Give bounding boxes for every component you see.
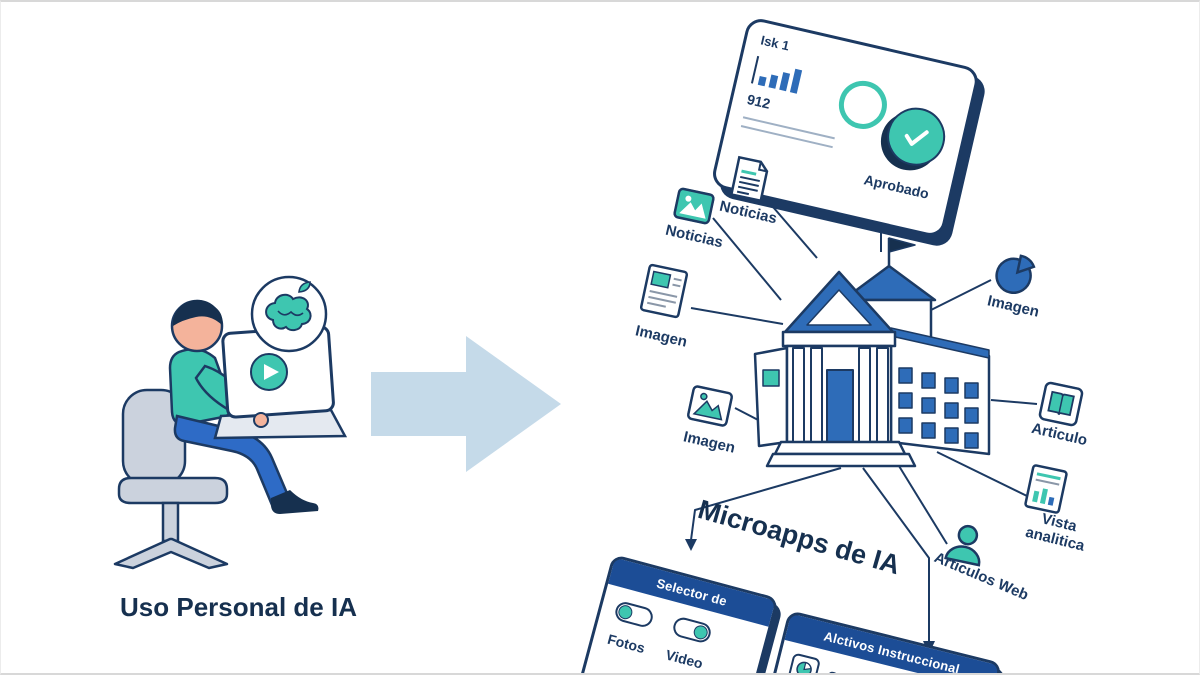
pediment-inner (806, 289, 872, 326)
approved-label: Aprobado (862, 171, 931, 202)
left-annex (753, 346, 789, 448)
tower-roof (841, 264, 937, 302)
door (826, 369, 854, 443)
wing-cornice (890, 327, 990, 359)
analytics-document-icon (1023, 463, 1070, 516)
pie-chart-icon (989, 248, 1041, 300)
node-label-noticias: Noticias (663, 221, 725, 252)
bar-chart-icon (750, 55, 804, 94)
wing-windows (898, 367, 979, 449)
person-hand (253, 412, 269, 428)
photo-frame-icon (686, 384, 735, 428)
toggle-switch (671, 615, 714, 645)
person-icon (941, 520, 990, 568)
node-label-imagen: Imagen (633, 322, 689, 351)
flag-icon (888, 237, 916, 253)
selector-card: Selector de Fotos Video (574, 554, 780, 673)
selector-option-video: Video (663, 615, 714, 672)
node-label-imagen: Imagen (681, 428, 737, 457)
entablature (781, 330, 897, 348)
photo-icon (672, 186, 716, 225)
person-shoe (271, 490, 319, 514)
dashboard-value: 912 (745, 90, 772, 112)
approved-check-icon (881, 101, 951, 172)
brain-icon (265, 293, 312, 332)
dashboard-title: Isk 1 (759, 32, 791, 54)
steps-upper (773, 440, 907, 456)
right-wing (889, 332, 991, 456)
columns (792, 347, 889, 443)
activos-option-label: Gen (825, 667, 855, 673)
chair-seat (117, 476, 229, 505)
arrow-right-icon (371, 336, 561, 472)
chair-base (113, 537, 229, 570)
chair-column (161, 501, 180, 543)
tower-wall (845, 298, 933, 348)
pediment (783, 270, 895, 334)
building-illustration (753, 237, 991, 468)
news-document-icon (729, 155, 771, 203)
thought-bubble (250, 275, 328, 353)
toggle-knob (616, 603, 634, 621)
person-at-laptop-illustration (113, 275, 348, 570)
toggle-label: Fotos (605, 630, 647, 657)
activos-card: Alctivos Instruccional Gen (759, 610, 1003, 673)
play-triangle-icon (264, 364, 279, 380)
pie-icon (787, 652, 822, 673)
toggle-label: Video (663, 646, 705, 672)
person-hair (173, 299, 223, 326)
toggle-knob (692, 623, 710, 641)
left-caption: Uso Personal de IA (120, 592, 357, 622)
steps-lower (765, 452, 917, 468)
diagram-title: Microapps de IA (694, 494, 904, 581)
dashboard-card: Isk 1 912 Aprobado (709, 16, 981, 240)
book-icon (1037, 380, 1084, 427)
selector-option-fotos: Fotos (605, 599, 655, 657)
progress-ring-icon (834, 76, 892, 134)
leaf-icon (298, 281, 311, 293)
node-label-noticias: Noticias (717, 197, 779, 228)
node-label-vista-analitica: Vista analitica (1023, 510, 1087, 556)
person-legs (173, 414, 291, 507)
image-document-icon (638, 262, 689, 320)
front-wall (785, 344, 893, 444)
annex-window (762, 369, 780, 387)
toggle-switch (613, 599, 655, 630)
